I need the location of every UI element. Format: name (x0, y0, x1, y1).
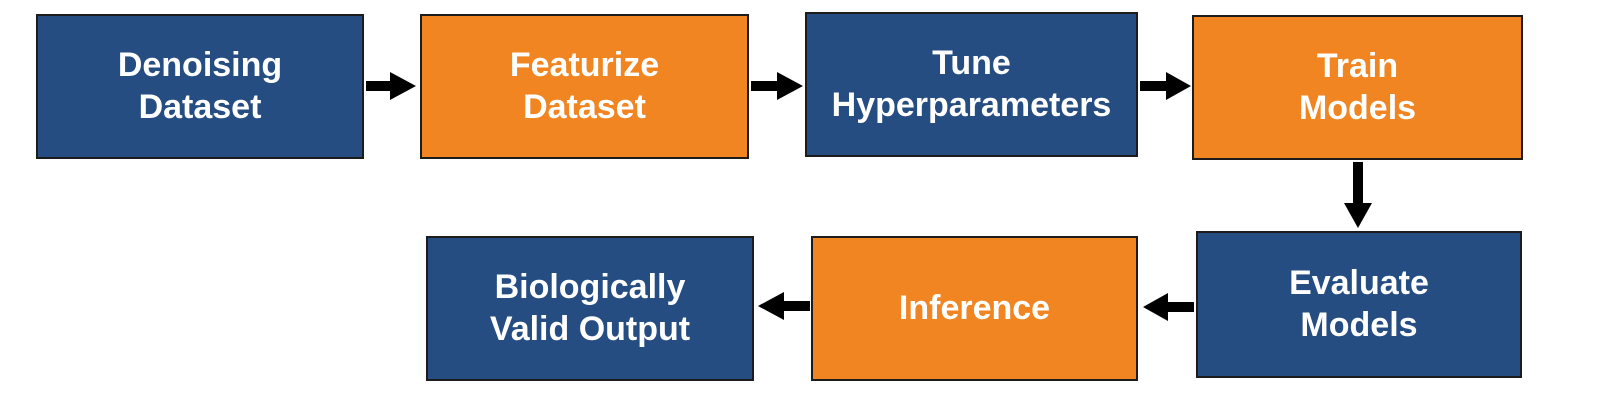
step-label-line: Models (1300, 305, 1418, 344)
step-label: Biologically Valid Output (490, 267, 690, 350)
step-label-line: Valid Output (489, 309, 691, 348)
arrow-right-icon (1140, 72, 1191, 100)
step-inference: Inference (811, 236, 1138, 381)
step-train-models: Train Models (1192, 15, 1523, 160)
arrow-left-icon (1143, 293, 1194, 321)
step-label: Evaluate Models (1289, 263, 1429, 346)
step-label-line: Models (1298, 88, 1417, 127)
step-label: Inference (899, 288, 1050, 329)
arrow-right-icon (751, 72, 803, 100)
step-label-line: Hyperparameters (831, 85, 1112, 124)
arrow-right-icon (366, 72, 416, 100)
arrow-left-icon (758, 292, 810, 320)
step-featurize-dataset: Featurize Dataset (420, 14, 749, 159)
arrow-down-icon (1344, 162, 1372, 228)
step-label: Train Models (1299, 46, 1416, 129)
step-label: Featurize Dataset (510, 45, 659, 128)
step-denoising-dataset: Denoising Dataset (36, 14, 364, 159)
step-label-line: Biologically (494, 268, 686, 307)
step-label-line: Dataset (523, 87, 646, 126)
step-biologically-valid-output: Biologically Valid Output (426, 236, 754, 381)
step-label-line: Tune (932, 44, 1011, 83)
step-label-line: Denoising (117, 46, 283, 85)
step-label-line: Train (1316, 47, 1399, 86)
step-label-line: Evaluate (1289, 264, 1429, 303)
step-label: Denoising Dataset (118, 45, 282, 128)
step-label-line: Inference (898, 288, 1051, 327)
step-tune-hyperparameters: Tune Hyperparameters (805, 12, 1138, 157)
step-label-line: Dataset (138, 87, 262, 126)
step-evaluate-models: Evaluate Models (1196, 231, 1522, 378)
step-label: Tune Hyperparameters (832, 43, 1112, 126)
step-label-line: Featurize (509, 46, 660, 85)
